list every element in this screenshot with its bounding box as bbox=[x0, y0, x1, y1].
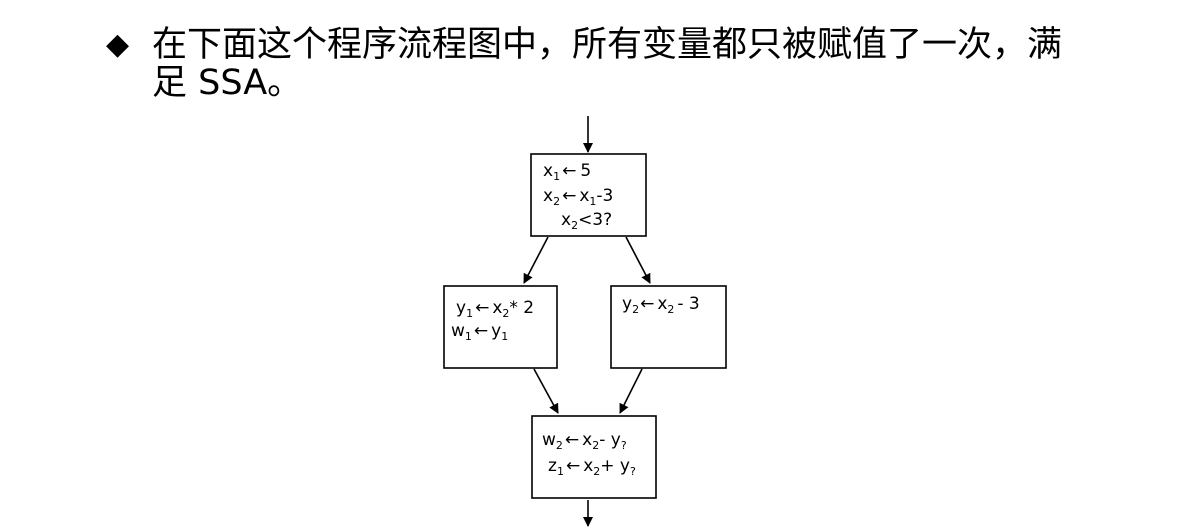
join-stmt-1: w2←x2- y? bbox=[542, 430, 627, 452]
entry-block: x1←5 x2←x1-3 x2<3? bbox=[530, 153, 647, 237]
edge-entry-to-left bbox=[523, 236, 549, 284]
entry-stmt-3: x2<3? bbox=[561, 210, 612, 232]
edge-right-to-join bbox=[619, 368, 643, 414]
edge-entry-to-right bbox=[625, 236, 651, 284]
left-block: y1←x2* 2 w1←y1 bbox=[443, 285, 558, 369]
right-block: y2←x2- 3 bbox=[610, 285, 727, 369]
entry-stmt-1: x1←5 bbox=[543, 161, 591, 183]
heading-line-2: 足 SSA。 bbox=[152, 63, 303, 103]
heading-line-1: 在下面这个程序流程图中，所有变量都只被赋值了一次，满 bbox=[152, 25, 1063, 65]
edge-left-to-join bbox=[533, 368, 559, 414]
join-stmt-2: z1←x2+ y? bbox=[548, 456, 636, 478]
join-block: w2←x2- y? z1←x2+ y? bbox=[531, 415, 657, 499]
entry-stmt-2: x2←x1-3 bbox=[543, 186, 613, 208]
diamond-bullet-icon: ◆ bbox=[106, 27, 130, 62]
left-stmt-2: w1←y1 bbox=[451, 321, 508, 343]
left-stmt-1: y1←x2* 2 bbox=[456, 298, 534, 320]
right-stmt-1: y2←x2- 3 bbox=[622, 294, 700, 316]
heading-text: 在下面这个程序流程图中，所有变量都只被赋值了一次，满 足 SSA。 bbox=[152, 26, 1152, 102]
